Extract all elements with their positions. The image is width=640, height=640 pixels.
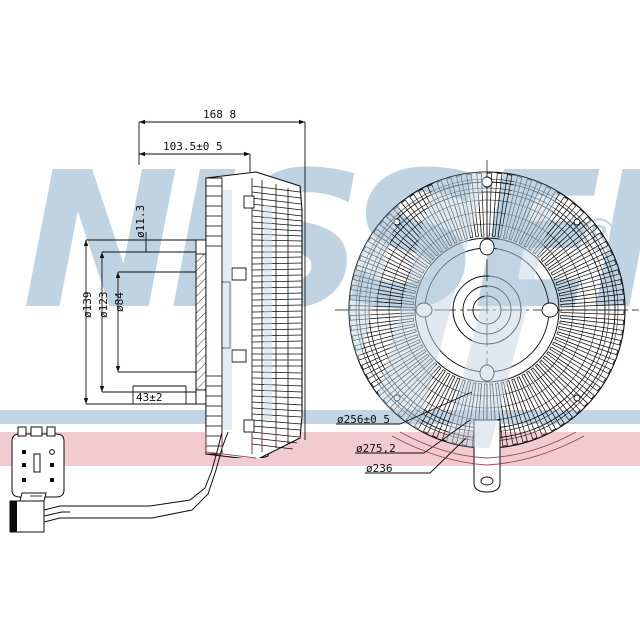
dimension-overall-length: 168 8 <box>203 108 237 121</box>
side-section-view <box>195 171 303 458</box>
dimension-body-length: 103.5±0 5 <box>163 140 223 153</box>
dimension-pilot-diameter: ø84 <box>113 292 126 312</box>
pink-color-band <box>0 432 640 466</box>
plug-harness-detail <box>9 431 229 533</box>
dimension-fan-blade-diameter: ø256±0 5 <box>337 413 390 426</box>
dimension-flange-thickness: 43±2 <box>136 391 163 404</box>
dimension-fan-inner-diameter: ø236 <box>366 462 393 475</box>
dimension-lines-top <box>138 119 306 440</box>
dimension-flange-outer-diameter: ø139 <box>81 291 94 319</box>
dimension-leaders-right <box>336 391 473 474</box>
dimension-shaft-diameter: ø11.3 <box>134 204 147 238</box>
side-view-tint <box>223 190 272 430</box>
connector-detail <box>11 426 65 498</box>
dimension-fan-outer-diameter: ø275,2 <box>356 442 396 455</box>
dimension-bolt-circle-diameter: ø123 <box>97 291 110 319</box>
pink-section-contours <box>205 431 585 466</box>
dimension-lines-left <box>83 232 201 405</box>
